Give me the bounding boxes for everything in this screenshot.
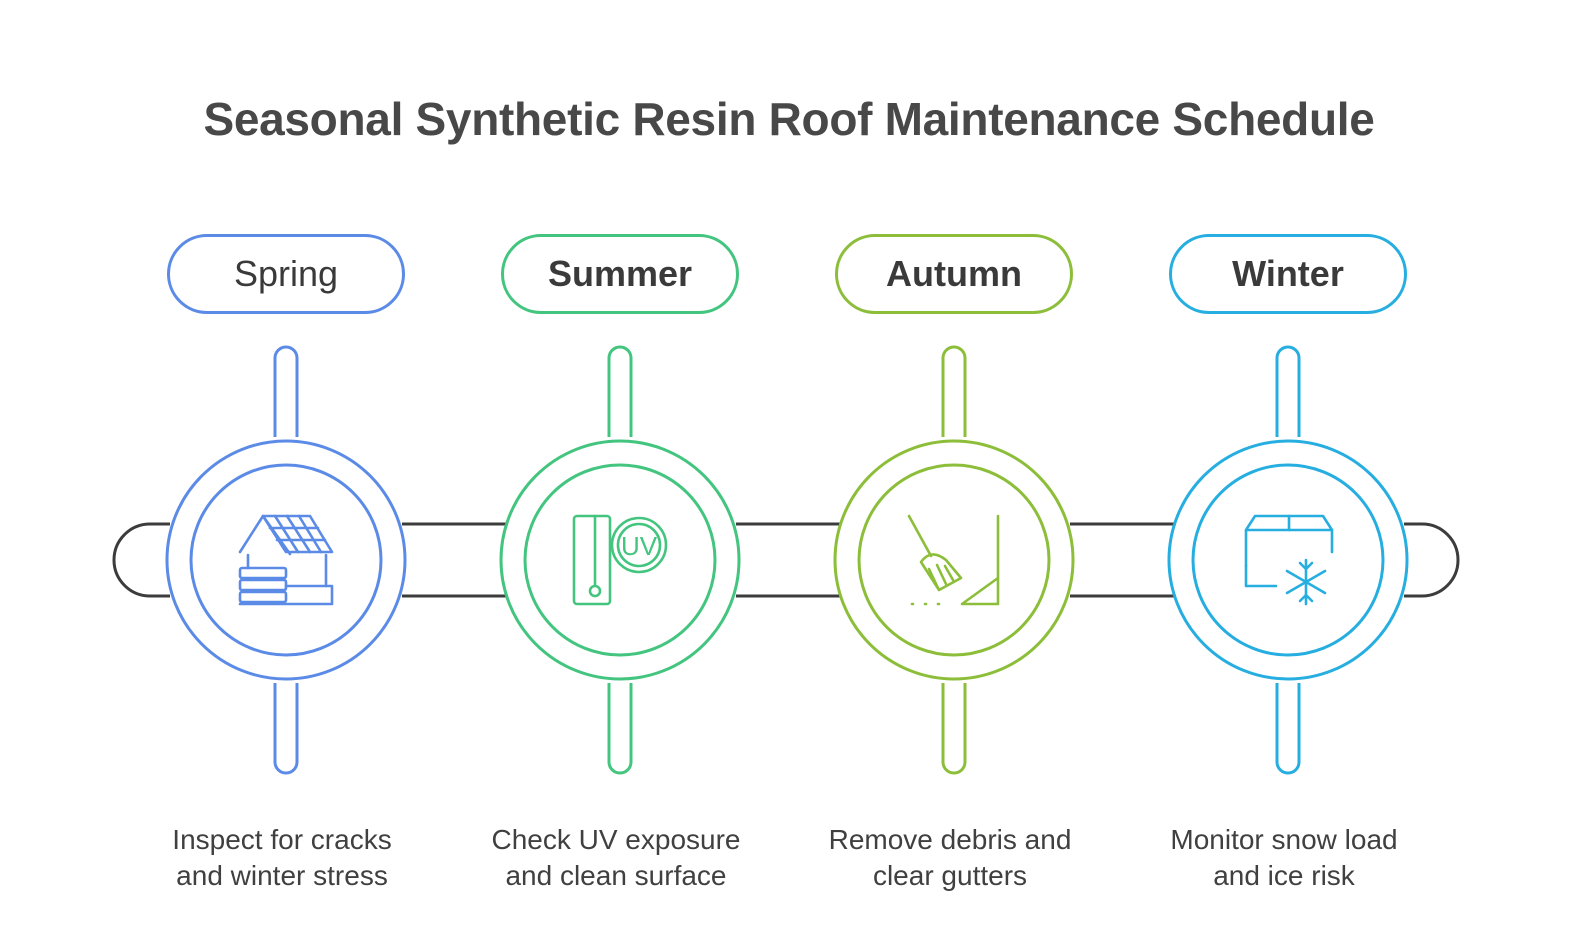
description-line: Check UV exposure — [491, 824, 741, 855]
house-solar-panel-icon — [238, 514, 334, 606]
description-line: Remove debris and — [828, 824, 1072, 855]
stage-winter — [1167, 345, 1409, 775]
description-line: Inspect for cracks — [172, 824, 392, 855]
diagram-title: Seasonal Synthetic Resin Roof Maintenanc… — [203, 93, 1375, 145]
description-line: clear gutters — [872, 860, 1028, 891]
description-line: Monitor snow load — [1170, 824, 1398, 855]
description-summer: Check UV exposure and clean surface — [456, 822, 776, 894]
box-snowflake-icon — [1244, 514, 1334, 606]
broom-gutter-icon — [907, 514, 1000, 606]
stage-summer: UV — [499, 345, 741, 775]
season-label-summer: Summer — [501, 234, 739, 314]
uv-thermometer-icon — [572, 514, 668, 606]
timeline-track — [112, 522, 1460, 598]
season-label-spring: Spring — [167, 234, 405, 314]
description-line: and winter stress — [176, 860, 388, 891]
description-spring: Inspect for cracks and winter stress — [122, 822, 442, 894]
description-line: and clean surface — [505, 860, 727, 891]
description-autumn: Remove debris and clear gutters — [790, 822, 1110, 894]
stage-spring — [165, 345, 407, 775]
season-label-autumn: Autumn — [835, 234, 1073, 314]
description-winter: Monitor snow load and ice risk — [1124, 822, 1444, 894]
description-line: and ice risk — [1213, 860, 1355, 891]
uv-label: UV — [621, 531, 658, 561]
stage-autumn — [833, 345, 1075, 775]
season-label-winter: Winter — [1169, 234, 1407, 314]
